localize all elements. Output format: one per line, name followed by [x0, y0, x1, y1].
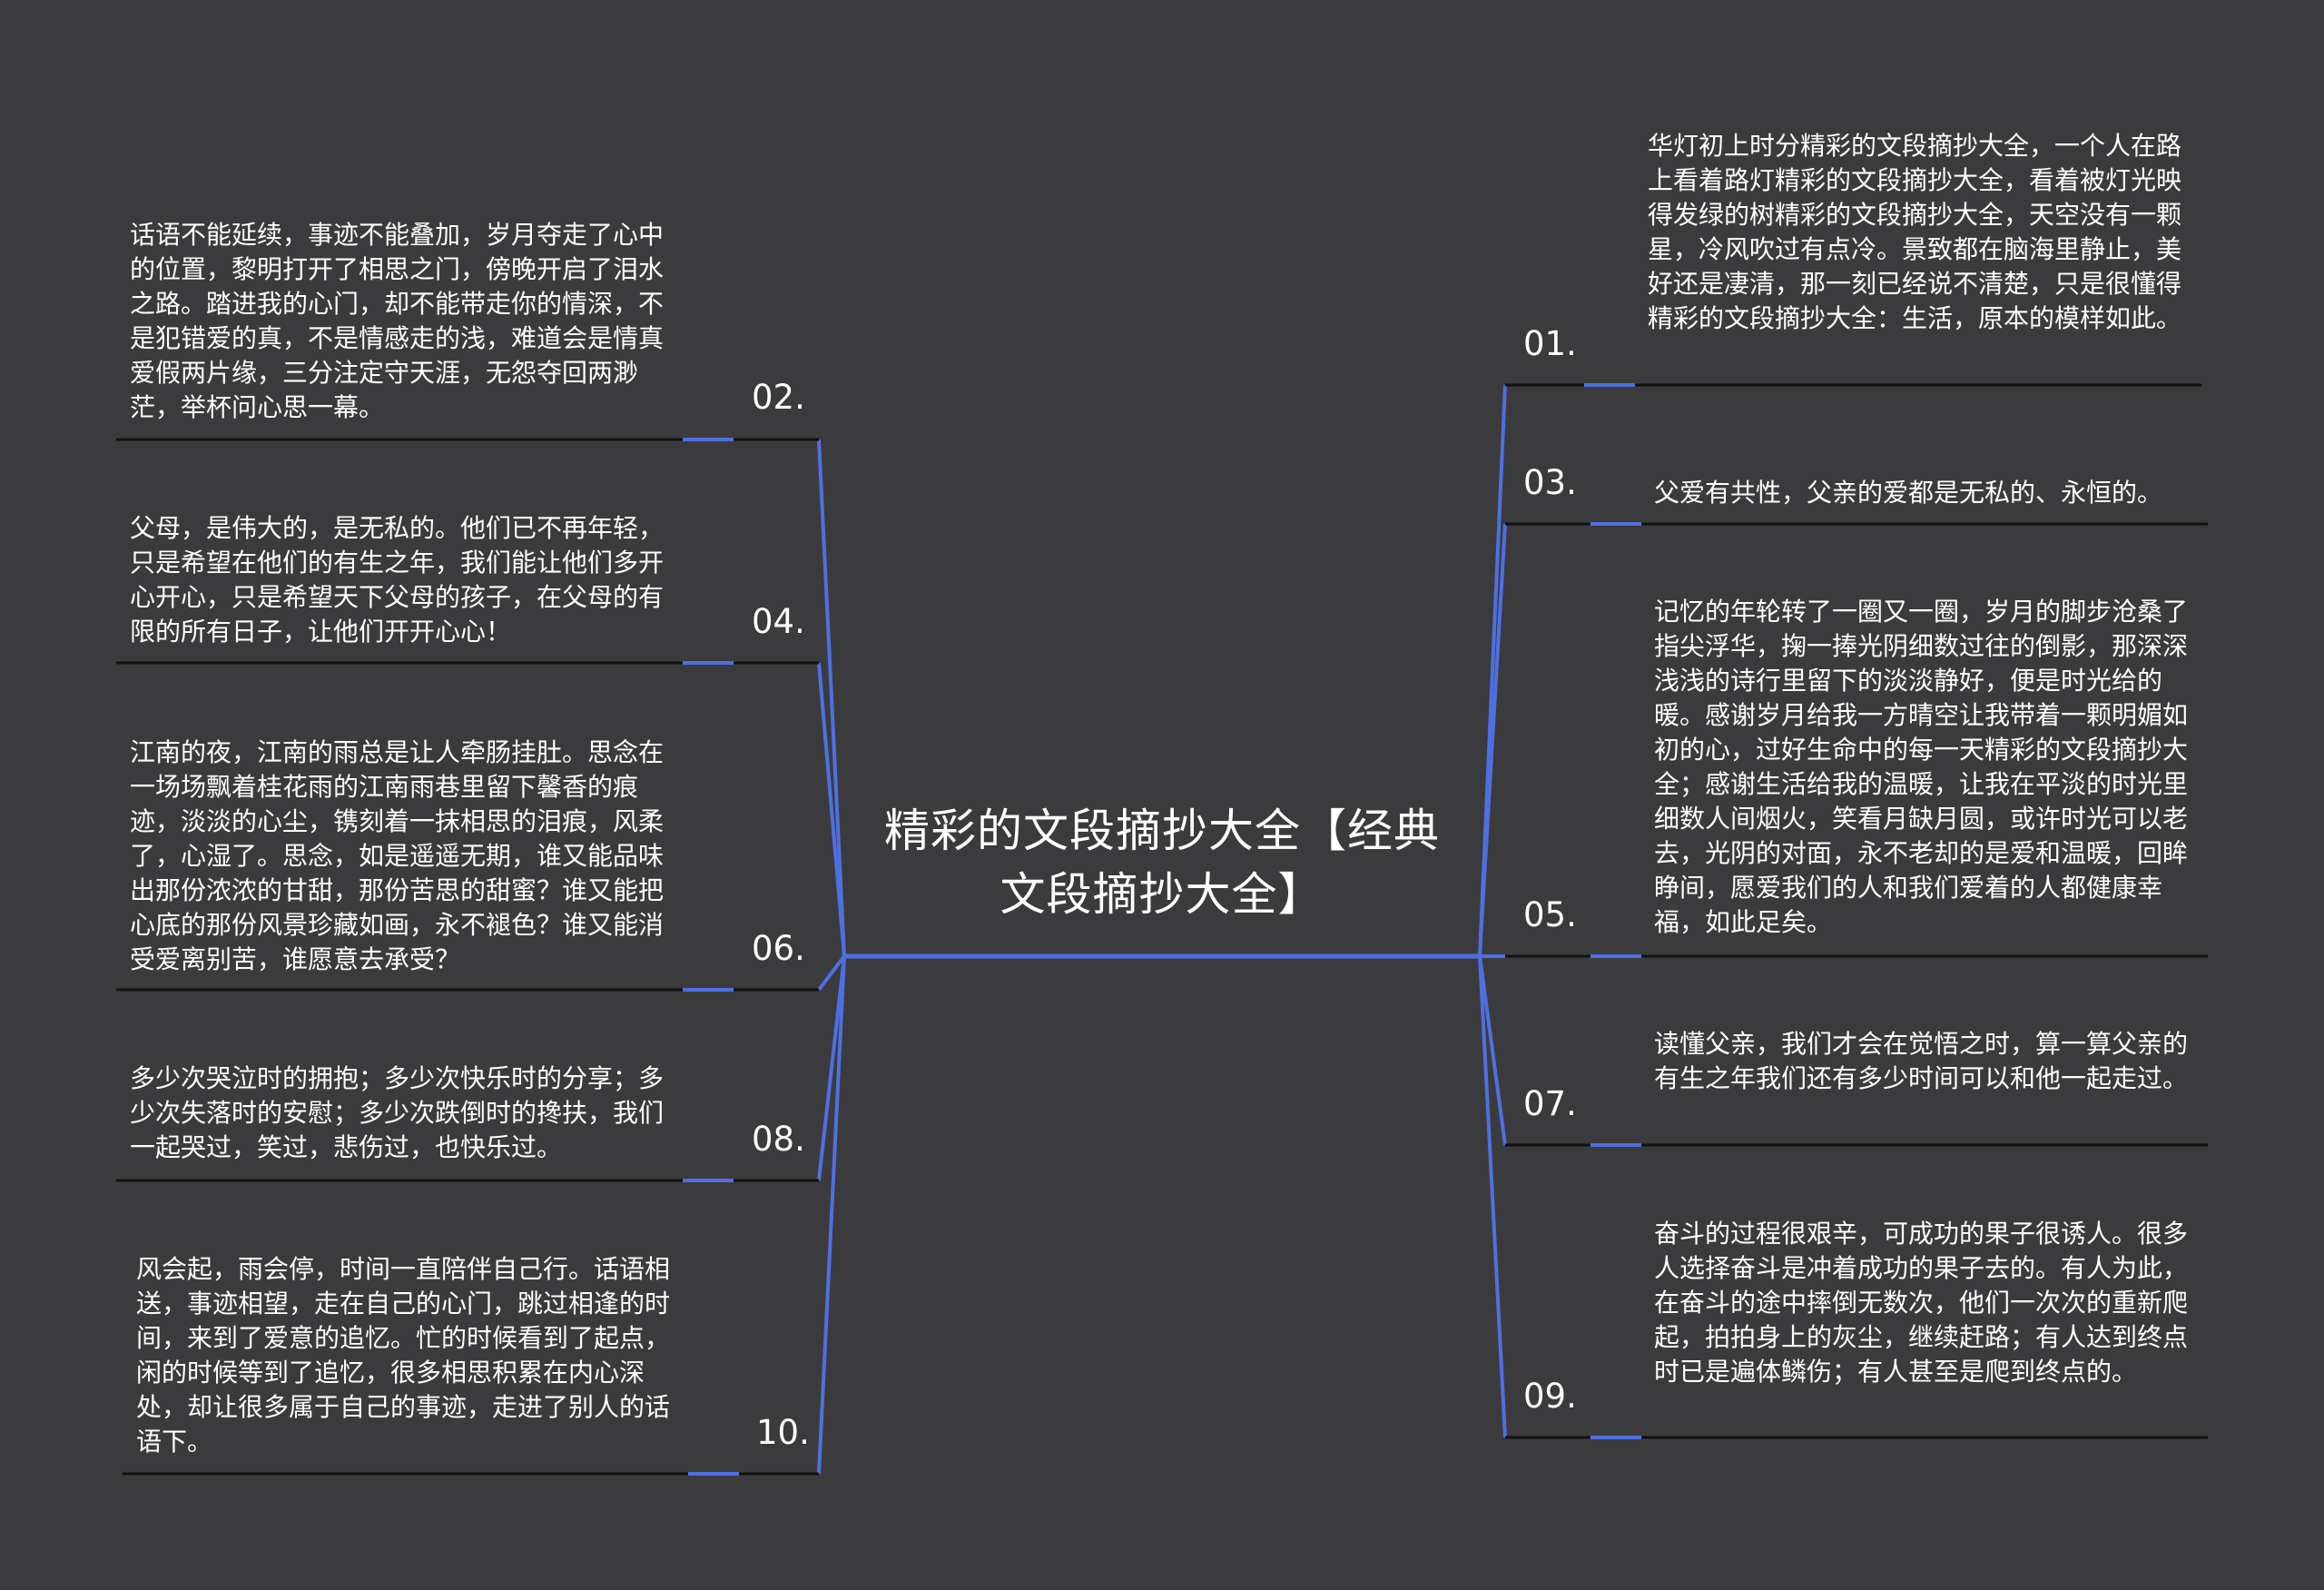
connector-03: [1478, 523, 1507, 957]
branch-number-10: 10.: [756, 1413, 810, 1452]
branch-text-09[interactable]: 奋斗的过程很艰辛，可成功的果子很诱人。很多人选择奋斗是冲着成功的果子去的。有人为…: [1654, 1219, 2189, 1387]
branch-text-01[interactable]: 华灯初上时分精彩的文段摘抄大全，一个人在路上看着路灯精彩的文段摘抄大全，看着被灯…: [1648, 131, 2182, 333]
branch-text-06[interactable]: 江南的夜，江南的雨总是让人牵肠挂肚。思念在一场场飘着桂花雨的江南雨巷里留下馨香的…: [130, 737, 665, 974]
central-topic[interactable]: 精彩的文段摘抄大全【经典文段摘抄大全】: [884, 805, 1440, 921]
branch-text-05[interactable]: 记忆的年轮转了一圈又一圈，岁月的脚步沧桑了指尖浮华，掬一捧光阴细数过往的倒影，那…: [1654, 597, 2189, 937]
connector-10: [817, 955, 846, 1475]
connector-07: [1478, 955, 1507, 1146]
connector-06: [817, 954, 846, 992]
connector-04: [817, 662, 846, 957]
branch-number-04: 04.: [752, 602, 805, 641]
branch-number-07: 07.: [1523, 1084, 1577, 1123]
branch-text-10[interactable]: 风会起，雨会停，时间一直陪伴自己行。话语相送，事迹相望，走在自己的心门，跳过相逢…: [136, 1254, 671, 1457]
branch-number-03: 03.: [1523, 463, 1577, 502]
branch-text-03[interactable]: 父爱有共性，父亲的爱都是无私的、永恒的。: [1654, 478, 2163, 508]
branch-number-09: 09.: [1523, 1377, 1577, 1416]
connector-02: [817, 439, 846, 957]
branch-text-02[interactable]: 话语不能延续，事迹不能叠加，岁月夺走了心中的位置，黎明打开了相思之门，傍晚开启了…: [130, 220, 665, 422]
branch-text-07[interactable]: 读懂父亲，我们才会在觉悟之时，算一算父亲的有生之年我们还有多少时间可以和他一起走…: [1654, 1029, 2189, 1093]
branch-text-08[interactable]: 多少次哭泣时的拥抱；多少次快乐时的分享；多少次失落时的安慰；多少次跌倒时的搀扶，…: [130, 1063, 665, 1162]
branch-number-02: 02.: [752, 378, 805, 417]
branch-number-05: 05.: [1523, 895, 1577, 934]
connector-08: [817, 955, 846, 1181]
branch-number-08: 08.: [752, 1120, 805, 1159]
branch-number-01: 01.: [1523, 324, 1577, 363]
connector-09: [1478, 955, 1507, 1438]
branch-number-06: 06.: [752, 929, 805, 968]
branch-text-04[interactable]: 父母，是伟大的，是无私的。他们已不再年轻，只是希望在他们的有生之年，我们能让他们…: [130, 513, 665, 647]
